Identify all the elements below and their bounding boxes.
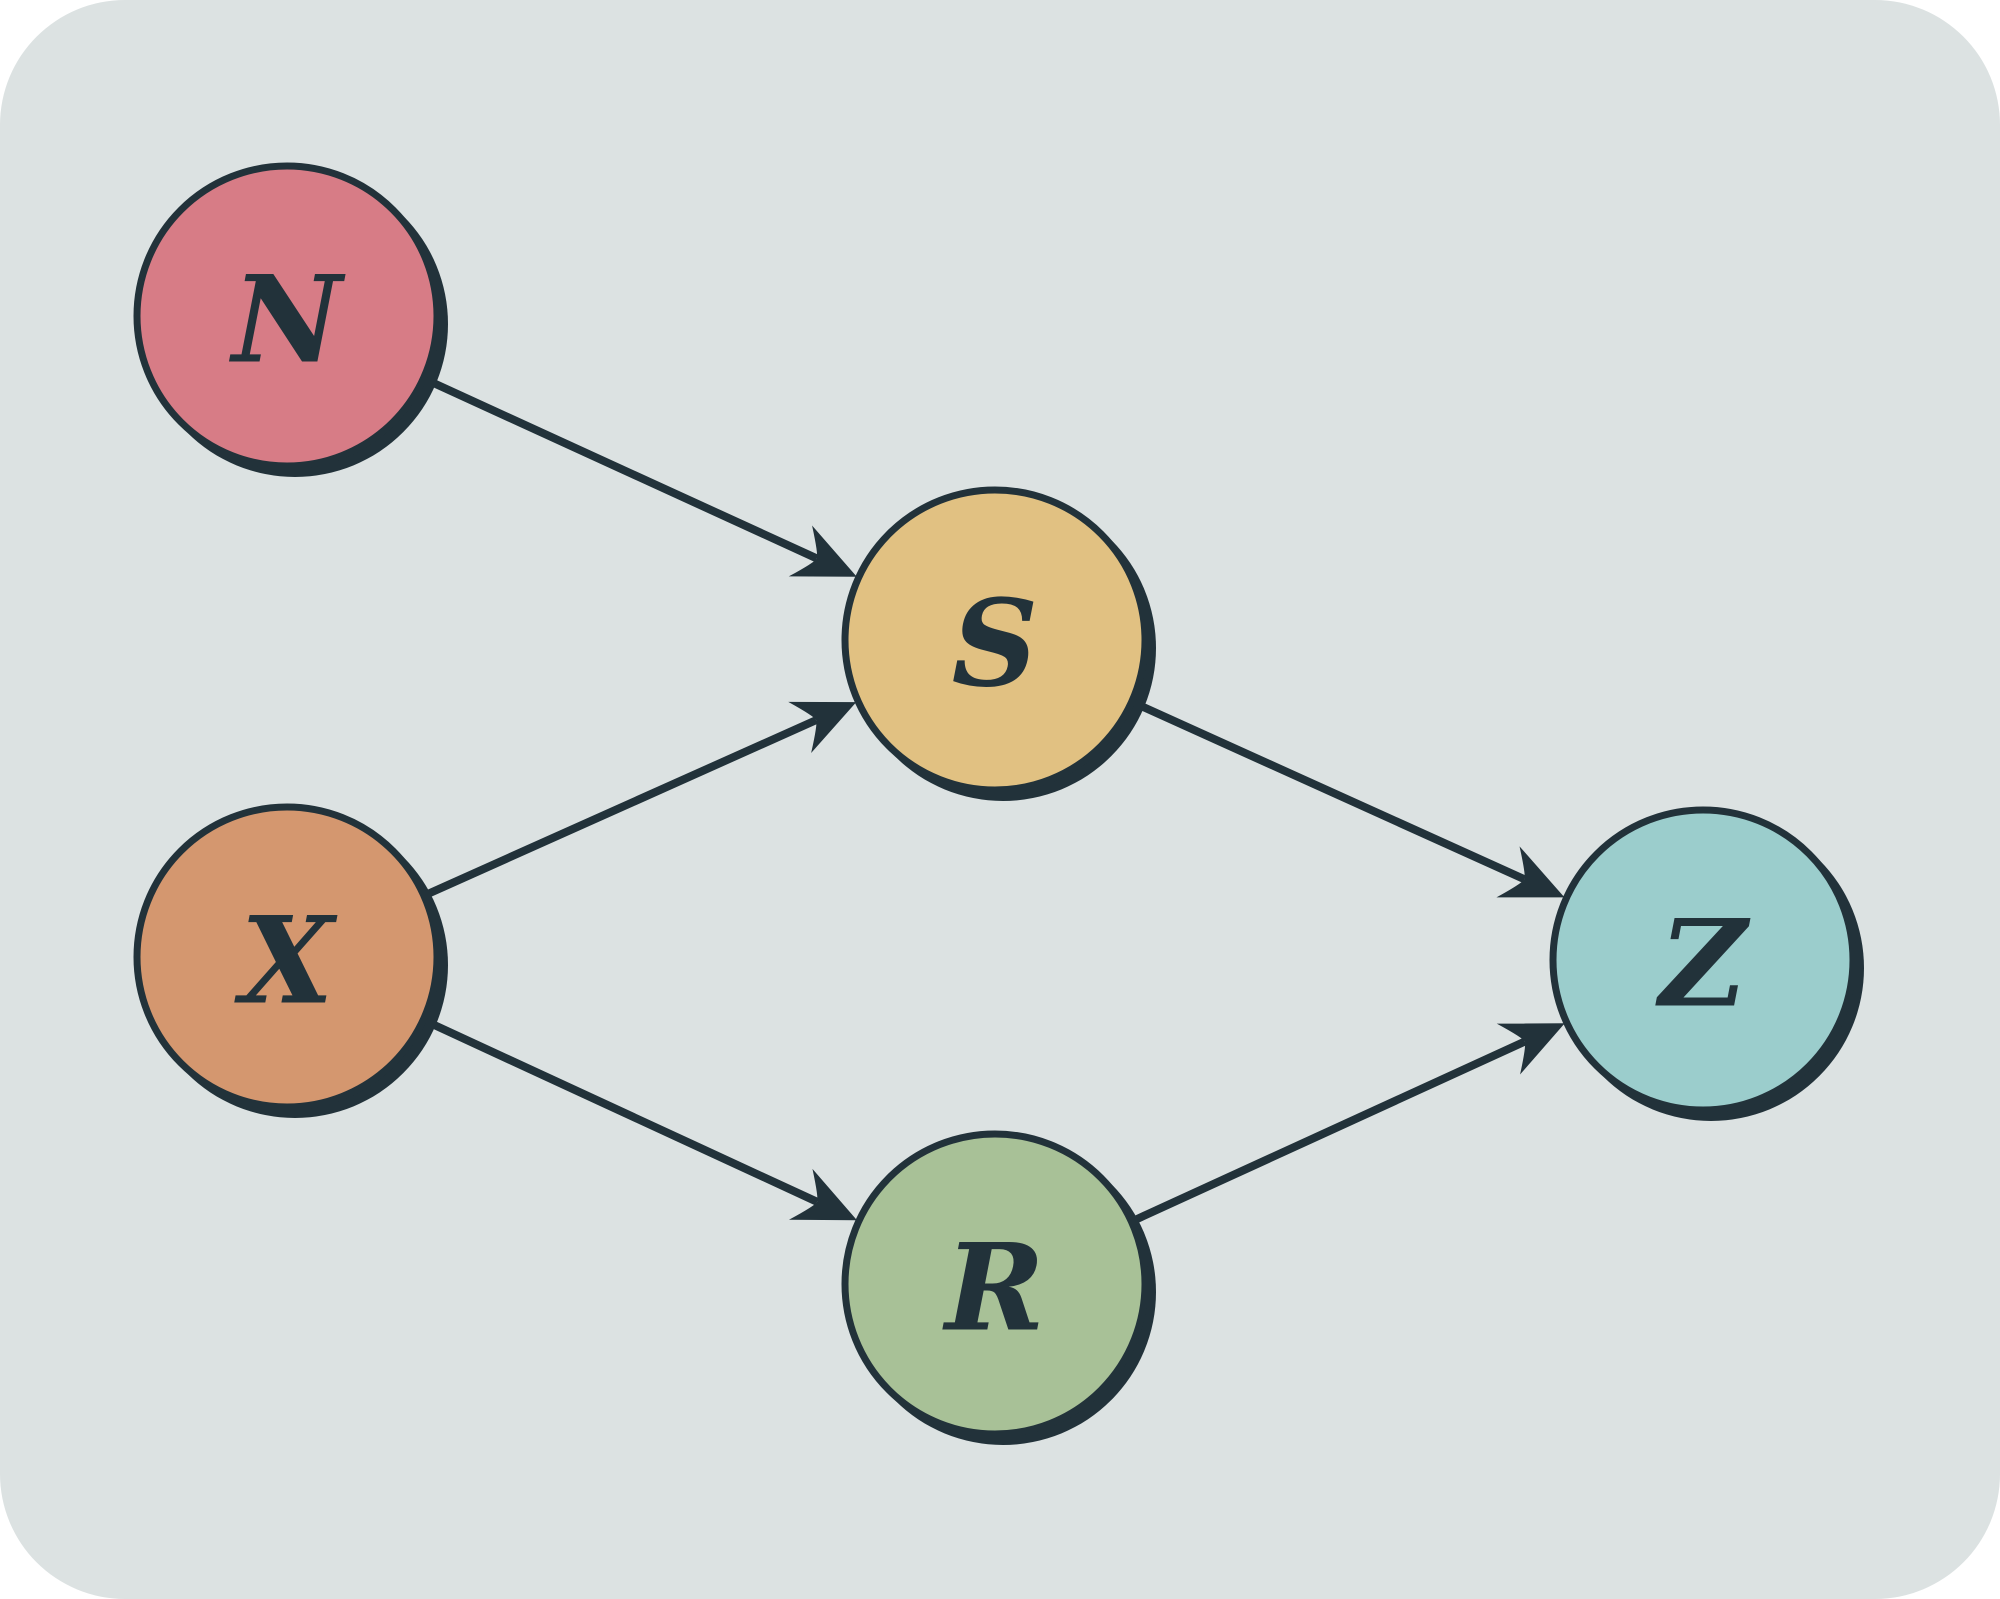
edge-line <box>427 377 819 563</box>
arrowhead <box>788 525 857 577</box>
node-circle <box>841 486 1149 794</box>
node-label: X <box>233 891 337 1032</box>
node-X: X <box>133 803 448 1118</box>
node-circle <box>133 162 441 470</box>
node-Z: Z <box>1549 806 1864 1121</box>
node-circle <box>841 1130 1149 1438</box>
edge-line <box>426 1018 819 1206</box>
edge-line <box>427 716 818 897</box>
node-N: N <box>133 162 448 477</box>
node-S: S <box>841 486 1156 801</box>
edge-S-Z <box>1135 700 1565 898</box>
edge-X-R <box>426 1018 858 1221</box>
edge-X-S <box>427 701 857 897</box>
edge-line <box>1135 700 1527 883</box>
edge-R-Z <box>1135 1023 1565 1223</box>
edge-N-S <box>427 377 857 577</box>
node-label: R <box>942 1218 1045 1359</box>
arrowhead <box>788 701 857 754</box>
nodes-layer: N X S R Z <box>133 162 1864 1445</box>
node-label: N <box>228 250 346 391</box>
node-circle <box>1549 806 1857 1114</box>
node-R: R <box>841 1130 1156 1445</box>
edges-layer <box>426 377 1565 1223</box>
arrowhead <box>788 1168 858 1221</box>
node-label: S <box>952 574 1039 715</box>
arrowhead <box>1496 846 1565 898</box>
node-label: Z <box>1655 894 1751 1035</box>
node-circle <box>133 803 441 1111</box>
arrowhead <box>1496 1023 1565 1075</box>
edge-line <box>1135 1037 1527 1223</box>
